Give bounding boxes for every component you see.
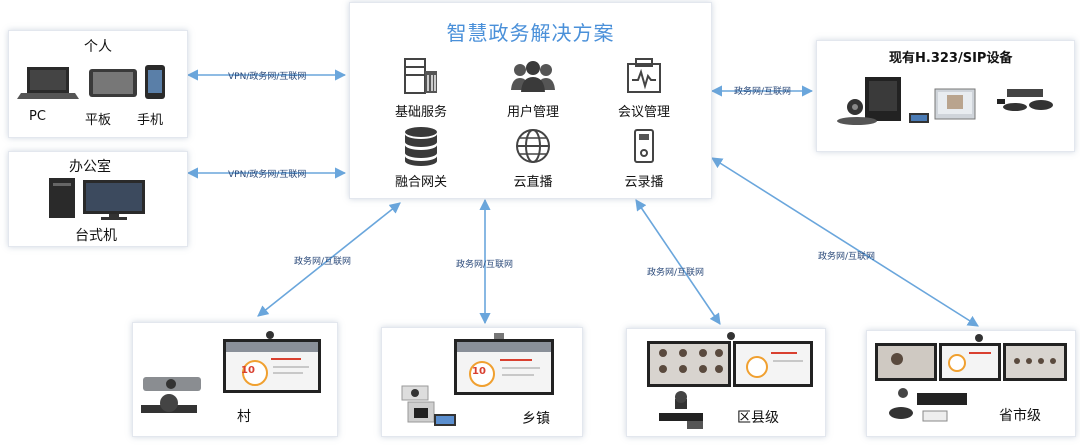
solution-title: 智慧政务解决方案 [446, 21, 615, 45]
screen-number: 10 [472, 366, 486, 377]
service-label: 会议管理 [617, 105, 670, 120]
tv-screen-icon [223, 331, 321, 393]
screen-monitor-icon [934, 88, 976, 120]
device-label-pc: PC [29, 109, 46, 124]
town-box: 乡镇 10 [381, 327, 583, 437]
phone-icon [145, 65, 165, 99]
site-label-county: 区县级 [737, 410, 779, 426]
service-basic: 基础服务 [366, 55, 476, 120]
touch-panel-icon [434, 414, 456, 426]
link-label-personal: VPN/政务网/互联网 [228, 72, 307, 82]
screen-number: 10 [241, 365, 255, 376]
service-label: 用户管理 [506, 105, 559, 120]
service-label: 云录播 [624, 175, 664, 190]
site-label-province: 省市级 [999, 408, 1041, 424]
recorder-icon [589, 125, 699, 167]
tv-screen-icon [454, 333, 554, 395]
codec-box-icon [889, 388, 967, 422]
county-equipment-illustration [647, 332, 813, 429]
conference-terminal-icon [401, 385, 435, 423]
desktop-tower-icon [49, 178, 75, 218]
tablet-icon [89, 69, 137, 97]
device-label-tablet: 平板 [85, 113, 112, 128]
device-label-desktop: 台式机 [75, 228, 117, 244]
touch-panel-icon [909, 113, 929, 123]
camera-bar-icon [143, 377, 201, 391]
town-equipment-illustration [401, 333, 554, 426]
users-icon [478, 55, 588, 97]
people-screen-icon [875, 343, 937, 381]
village-equipment-illustration [141, 331, 321, 413]
people-screen-icon [647, 341, 731, 387]
personal-box: 个人 PC 平板 手机 [8, 30, 188, 138]
site-label-town: 乡镇 [522, 411, 550, 427]
link-label-county: 政务网/互联网 [647, 268, 705, 278]
province-equipment-illustration [875, 334, 1067, 422]
service-live: 云直播 [478, 125, 588, 190]
service-label: 融合网关 [394, 175, 447, 190]
tv-screen-icon [939, 334, 1001, 381]
existing-devices-box: 现有H.323/SIP设备 [816, 40, 1075, 152]
service-gateway: 融合网关 [366, 125, 476, 190]
personal-devices-illustration [17, 65, 165, 99]
service-record: 云录播 [589, 125, 699, 190]
link-label-village: 政务网/互联网 [294, 257, 352, 267]
personal-title: 个人 [84, 39, 112, 55]
existing-devices-illustration [837, 77, 1053, 125]
people-screen-icon [1003, 343, 1067, 381]
video-terminal-icon [837, 77, 901, 125]
server-rack-icon [366, 55, 476, 97]
desktop-illustration [49, 178, 145, 220]
globe-icon [478, 125, 588, 167]
service-label: 基础服务 [394, 105, 447, 120]
service-users: 用户管理 [478, 55, 588, 120]
existing-title: 现有H.323/SIP设备 [889, 51, 1013, 66]
village-box: 村 10 [132, 322, 338, 437]
site-label-village: 村 [237, 409, 251, 425]
province-box: 省市级 [866, 330, 1076, 437]
service-meeting: 会议管理 [589, 55, 699, 120]
solution-center-box: 智慧政务解决方案 基础服务 用户 [349, 2, 712, 199]
office-title: 办公室 [69, 159, 111, 175]
office-box: 办公室 台式机 [8, 151, 188, 247]
service-label: 云直播 [513, 175, 553, 190]
ptz-camera-icon [141, 394, 197, 413]
link-label-office: VPN/政务网/互联网 [228, 170, 307, 180]
link-label-town: 政务网/互联网 [456, 260, 514, 270]
monitor-icon [83, 180, 145, 220]
codec-camera-icon [997, 89, 1053, 111]
link-label-province: 政务网/互联网 [818, 252, 876, 262]
county-box: 区县级 [626, 328, 826, 437]
database-icon [366, 125, 476, 167]
monitor-chip-icon [589, 55, 699, 97]
laptop-icon [17, 67, 79, 99]
tv-screen-icon [727, 332, 813, 387]
ptz-camera-icon [659, 391, 703, 429]
link-label-existing: 政务网/互联网 [734, 87, 792, 97]
device-label-phone: 手机 [137, 113, 164, 128]
